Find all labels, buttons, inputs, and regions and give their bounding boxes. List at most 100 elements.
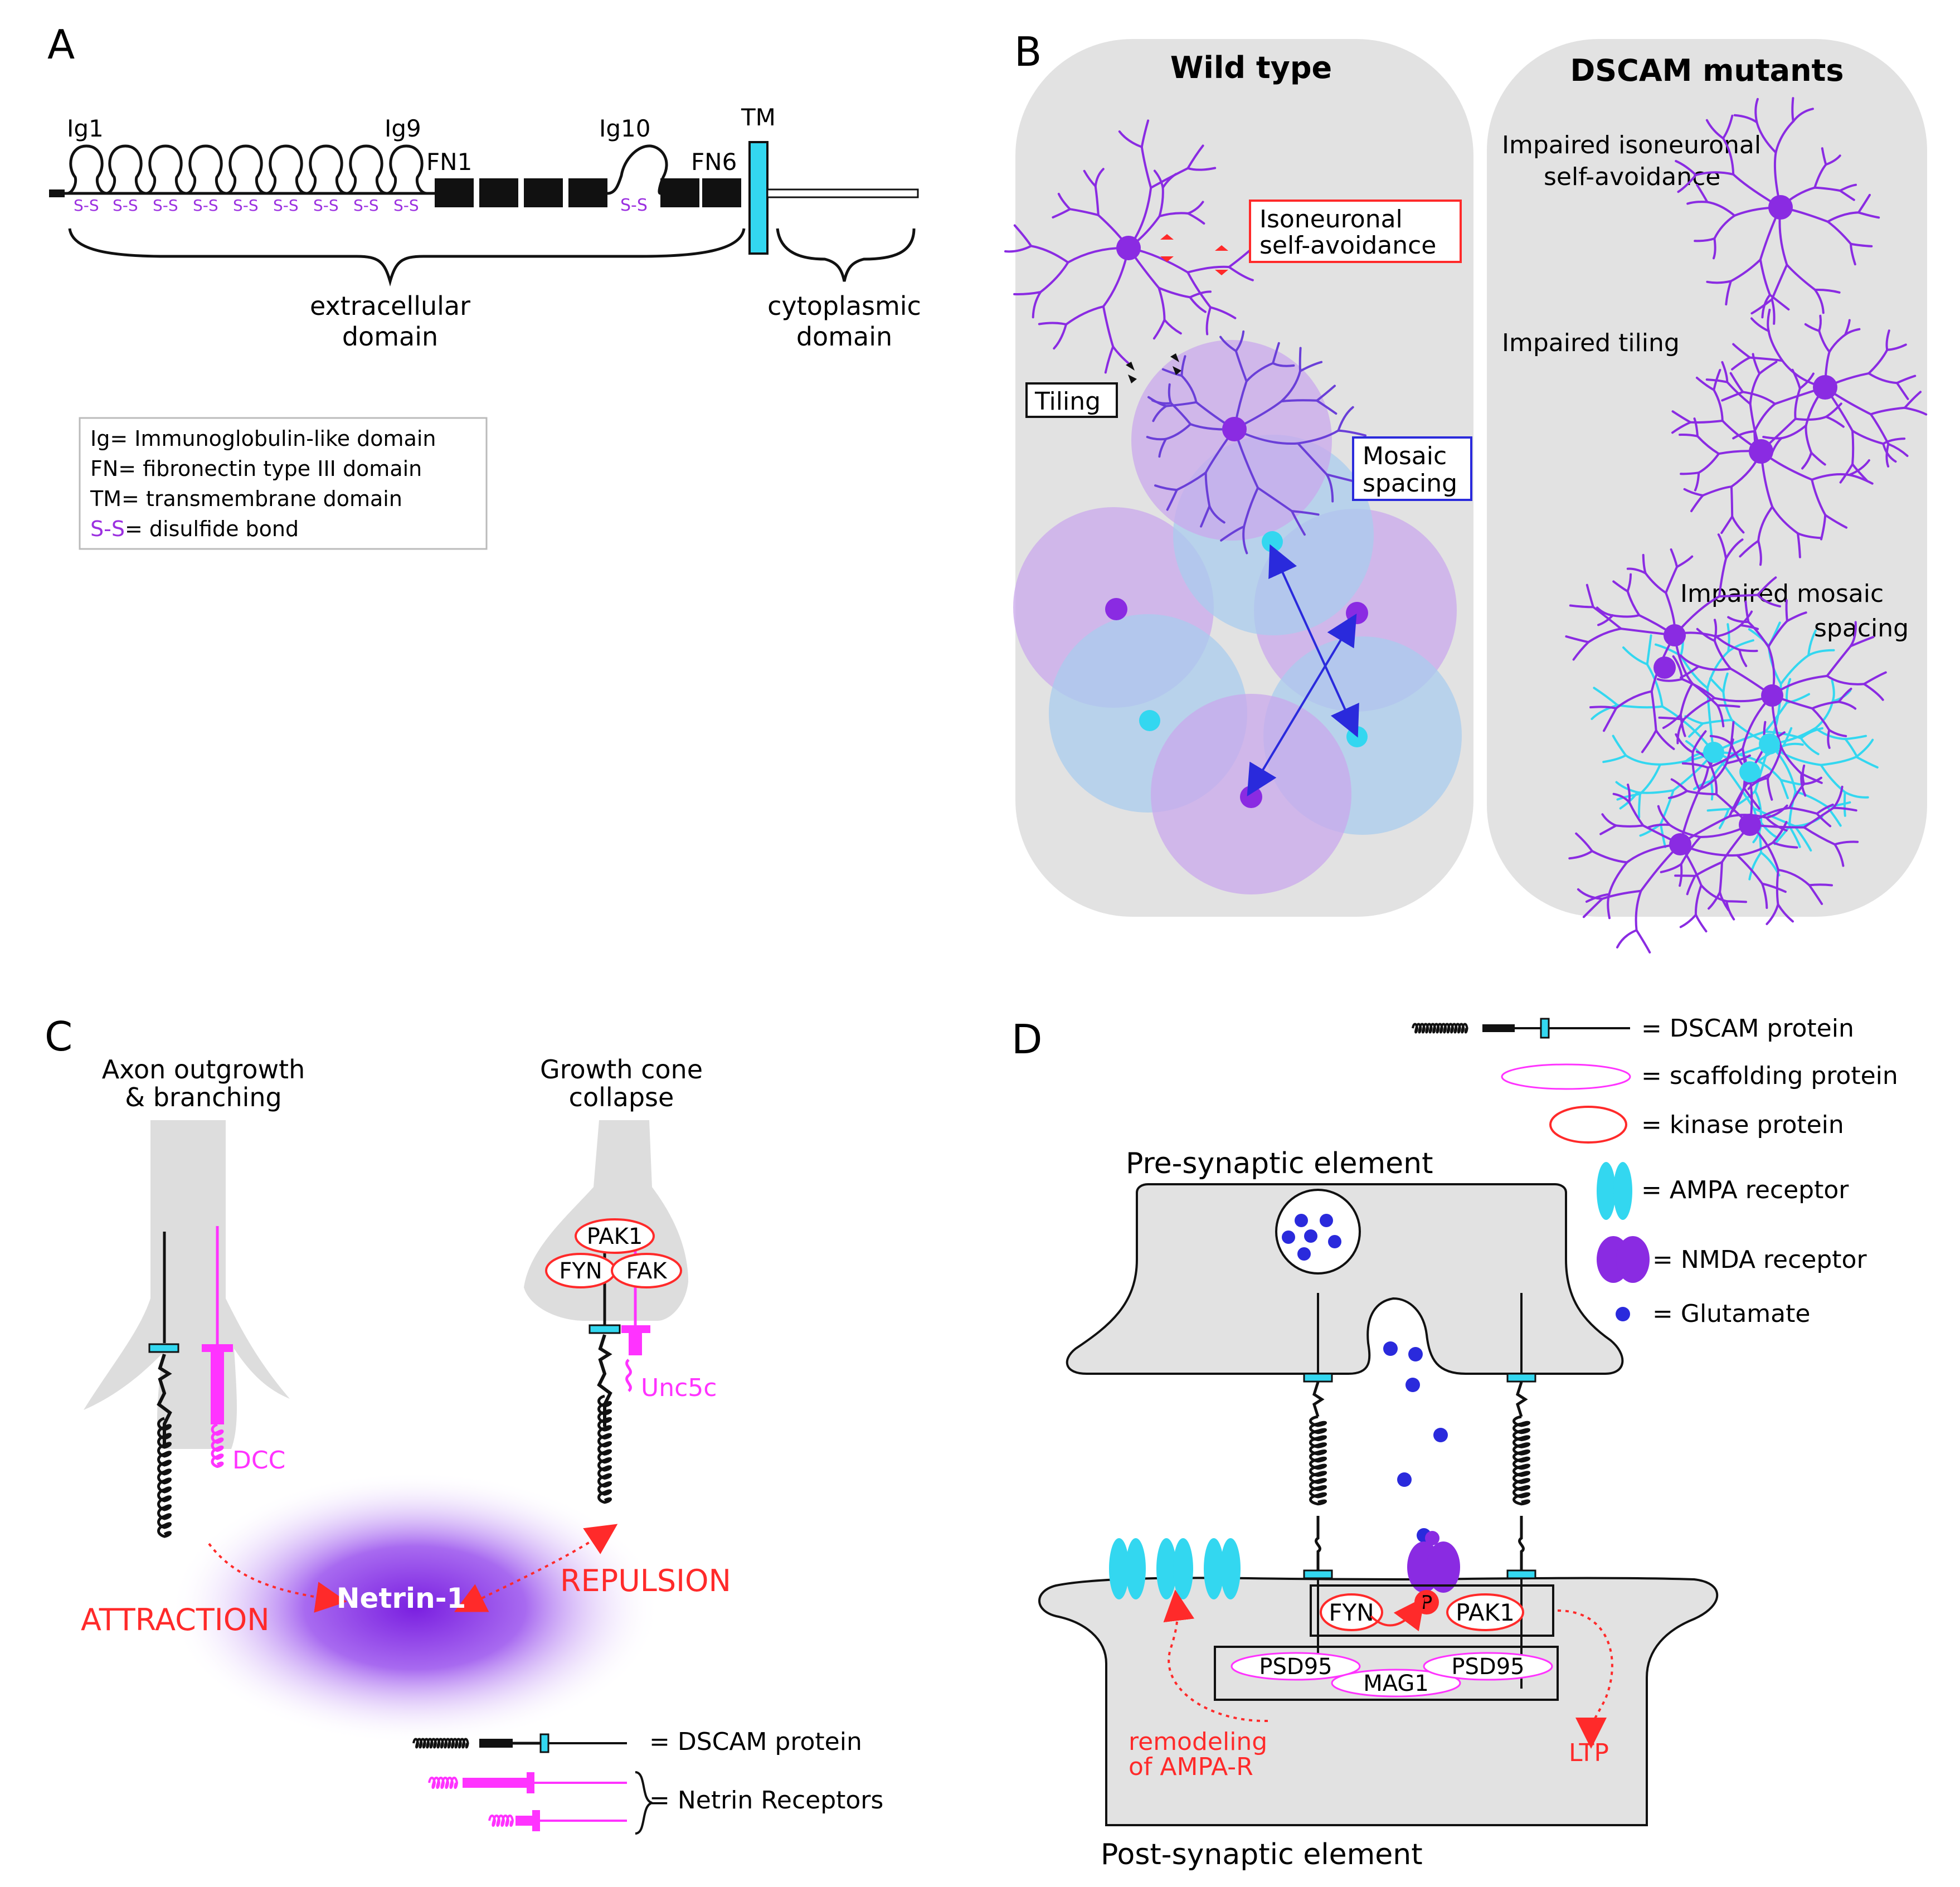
cytoplasmic-label-1: cytoplasmic xyxy=(767,291,921,321)
dendrite xyxy=(1725,538,1744,560)
dendrite xyxy=(1757,576,1777,596)
dendrite xyxy=(1615,781,1639,794)
dendrite xyxy=(1747,777,1769,790)
dendrite xyxy=(1807,629,1817,656)
wild-type-soma-1 xyxy=(1116,236,1141,260)
attraction-label: ATTRACTION xyxy=(81,1602,270,1637)
dendrite xyxy=(1885,329,1890,351)
dendrite xyxy=(1616,792,1641,801)
dendrite xyxy=(1722,114,1734,140)
dendrite xyxy=(1679,913,1697,928)
svg-text:S-S= disulfide bond: S-S= disulfide bond xyxy=(90,517,299,541)
dendrite xyxy=(1205,306,1212,335)
dendrite xyxy=(1832,806,1857,812)
dendrite xyxy=(1242,525,1248,555)
dendrite xyxy=(1291,510,1306,536)
remodeling-label-1: remodeling xyxy=(1129,1728,1267,1756)
dendrite xyxy=(1726,381,1752,405)
dendrite xyxy=(1696,184,1709,203)
dendrite xyxy=(1752,353,1761,375)
impaired-mosaic-label-1: Impaired mosaic xyxy=(1680,580,1884,608)
dendrite xyxy=(1813,288,1841,294)
legend-kinase-text: = kinase protein xyxy=(1641,1111,1844,1139)
wild-type-title: Wild type xyxy=(1170,50,1332,85)
dendrite xyxy=(1862,671,1887,685)
dendrite xyxy=(1146,436,1167,441)
self-avoidance-arrows xyxy=(1160,234,1228,275)
dendrite xyxy=(1602,754,1627,763)
dendrite xyxy=(1857,211,1880,219)
pre-synaptic-label: Pre-synaptic element xyxy=(1126,1147,1433,1180)
dendrite xyxy=(1681,762,1710,769)
dendrite xyxy=(1165,423,1192,440)
dendrite xyxy=(1867,372,1898,385)
dendrite xyxy=(1245,362,1275,383)
label-fn6: FN6 xyxy=(691,148,737,176)
mosaic-label-2: spacing xyxy=(1363,469,1457,498)
dendrite xyxy=(1798,372,1815,390)
dendrite xyxy=(1153,169,1164,189)
dendrite xyxy=(1794,387,1801,420)
dendrite xyxy=(1732,430,1756,440)
dendrite xyxy=(1646,663,1664,708)
dendrite xyxy=(1826,645,1852,677)
dendrite xyxy=(1679,654,1700,668)
unc5c-label: Unc5c xyxy=(641,1374,717,1402)
dendrite xyxy=(1729,372,1744,393)
legend-text-ig: Immunoglobulin-like domain xyxy=(128,426,436,451)
dendrite xyxy=(1727,639,1754,653)
dendrite xyxy=(1565,635,1590,644)
dendrite xyxy=(1777,903,1794,923)
dendrite xyxy=(1166,489,1178,511)
pak1-kinase-label: PAK1 xyxy=(1456,1599,1515,1626)
dendrite xyxy=(1065,305,1105,326)
dendrite xyxy=(1280,369,1301,403)
dendrite xyxy=(1593,687,1619,707)
panel-a-legend: Ig= Immunoglobulin-like domain FN= fibro… xyxy=(79,417,488,550)
dendrite xyxy=(1585,893,1611,903)
dendrite xyxy=(1831,679,1835,703)
panel-a-letter: A xyxy=(47,21,75,68)
dendrite xyxy=(1721,361,1729,383)
dendrite xyxy=(1772,841,1798,849)
dendrite xyxy=(1625,754,1661,766)
dendrite xyxy=(1611,614,1641,618)
wild-type-soma-2 xyxy=(1222,417,1247,441)
dendrite xyxy=(1715,624,1742,638)
dendrite xyxy=(1616,929,1638,949)
dendrite xyxy=(1679,713,1686,737)
dendrite xyxy=(1689,420,1724,424)
dendrite xyxy=(1824,514,1848,529)
dendrite xyxy=(1828,333,1847,353)
extracellular-brace xyxy=(68,228,746,287)
dendrite xyxy=(1725,738,1734,765)
dendrite xyxy=(1614,690,1653,709)
panel-b: B Wild type DSCAM mutants xyxy=(1004,28,1928,954)
panel-c-legend-dscam: = DSCAM protein xyxy=(649,1728,862,1756)
dendrite xyxy=(1200,505,1211,528)
cleft-glutamate xyxy=(1383,1341,1448,1543)
remodeling-arrow xyxy=(1163,1589,1268,1723)
panel-c-letter: C xyxy=(45,1013,72,1060)
nmda-receptor xyxy=(1407,1531,1460,1593)
dendrite xyxy=(1851,430,1855,465)
dendrite xyxy=(1759,258,1771,296)
dendrite xyxy=(1657,805,1671,826)
panel-c: C Axon outgrowth & branching Growth cone… xyxy=(45,1013,883,1835)
panel-c-legend-dscam-icon xyxy=(412,1733,627,1753)
dendrite xyxy=(1825,415,1845,428)
dendrite xyxy=(1720,515,1734,534)
dendrite xyxy=(1569,604,1594,609)
dendrite xyxy=(1725,900,1747,903)
dendrite xyxy=(1591,850,1628,864)
dendrite xyxy=(1757,760,1782,781)
dendrite xyxy=(1316,399,1338,415)
dendrite xyxy=(1857,193,1871,214)
tiling-arrows xyxy=(1126,353,1181,383)
ltp-label: LTP xyxy=(1569,1739,1609,1767)
dendrite xyxy=(1782,727,1793,747)
dendrite xyxy=(1738,649,1748,667)
dendrite xyxy=(1855,756,1879,769)
dendrite xyxy=(1739,624,1759,630)
